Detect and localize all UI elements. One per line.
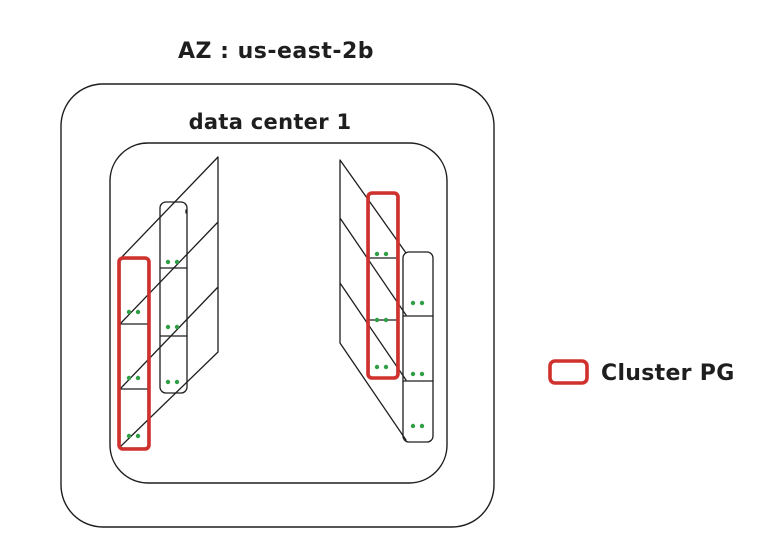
rack-left-back-node-3 — [165, 379, 180, 385]
rack-right-cluster-pg — [366, 191, 400, 380]
datacenter-box — [109, 142, 448, 484]
rack-left-front-column — [119, 258, 149, 449]
rack-left-frame — [119, 156, 219, 448]
rack-left-front-node-3 — [126, 433, 141, 439]
rack-right-front-column — [402, 251, 434, 443]
datacenter-title: data center 1 — [189, 110, 352, 134]
rack-left-cluster-pg — [117, 256, 151, 451]
rack-left-back-node-1 — [165, 259, 180, 265]
rack-right-back-node-3 — [374, 364, 389, 370]
legend-swatch — [548, 359, 589, 385]
rack-left-back-column — [159, 201, 188, 394]
legend-label: Cluster PG — [601, 361, 735, 386]
availability-zone-box — [60, 83, 495, 528]
rack-right-front-node-2 — [410, 371, 425, 377]
rack-left-front-node-2 — [126, 375, 141, 381]
rack-right-front-node-3 — [410, 423, 425, 429]
rack-right-back-node-1 — [374, 251, 389, 257]
rack-left-back-node-2 — [165, 324, 180, 330]
rack-right-back-node-2 — [374, 317, 389, 323]
rack-right — [339, 159, 434, 443]
rack-left-front-node-1 — [126, 309, 141, 315]
az-title: AZ : us-east-2b — [178, 39, 374, 64]
rack-left — [117, 156, 219, 451]
rack-right-frame — [339, 159, 407, 441]
legend: Cluster PG — [548, 359, 735, 386]
rack-right-front-node-1 — [410, 300, 425, 306]
